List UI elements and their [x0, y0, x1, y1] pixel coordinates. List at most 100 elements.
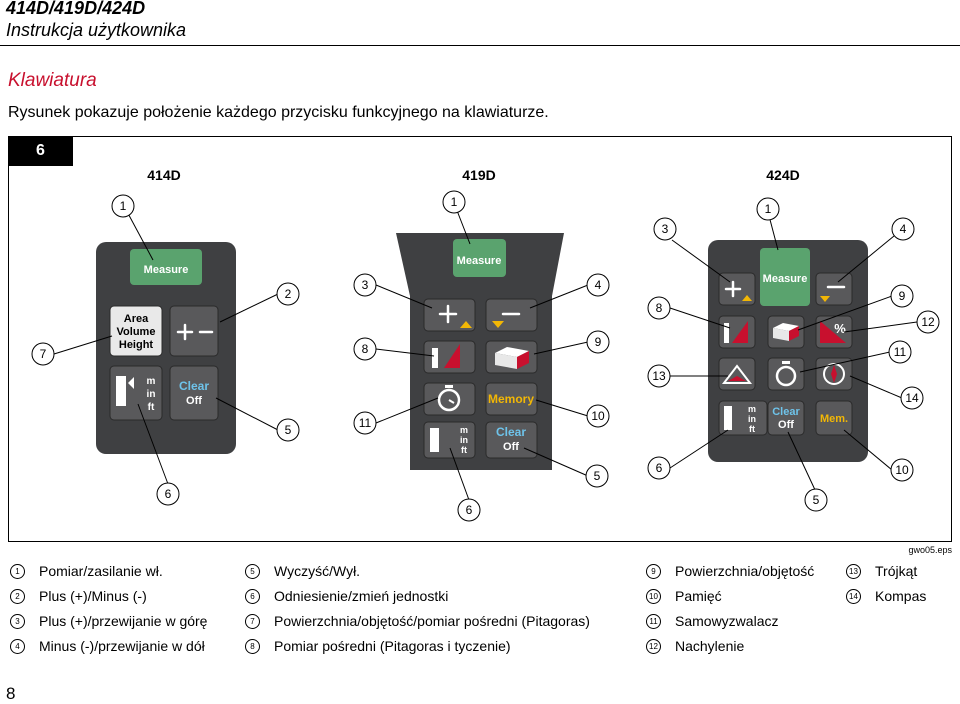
page-number: 8 — [6, 684, 16, 703]
callout-10 — [890, 458, 914, 482]
callout-8 — [353, 337, 377, 361]
svg-text:1: 1 — [120, 199, 127, 213]
callout-3 — [653, 217, 677, 241]
callout-1 — [111, 194, 135, 218]
unit-in: in — [460, 435, 468, 445]
callout-9 — [586, 330, 610, 354]
callout-4 — [586, 273, 610, 297]
memory-label: Memory — [488, 392, 534, 406]
svg-text:2: 2 — [285, 287, 292, 301]
volume-label: Volume — [117, 326, 156, 338]
callout-5 — [804, 488, 828, 512]
timer-icon — [775, 365, 797, 387]
svg-text:4: 4 — [595, 278, 602, 292]
unit-m: m — [147, 376, 156, 387]
figure-file-label: gwo05.eps — [908, 545, 952, 555]
timer-icon — [437, 388, 461, 412]
svg-text:9: 9 — [899, 289, 906, 303]
timer-key[interactable] — [767, 357, 805, 391]
off-label: Off — [778, 419, 794, 431]
callout-1 — [756, 197, 780, 221]
svg-text:5: 5 — [285, 423, 292, 437]
clear-off-key[interactable] — [485, 421, 538, 459]
svg-text:1: 1 — [451, 195, 458, 209]
percent-label: % — [834, 321, 846, 336]
callout-6 — [457, 498, 481, 522]
height-label: Height — [119, 339, 154, 351]
callout-13 — [647, 364, 671, 388]
callout-1 — [442, 190, 466, 214]
callout-6 — [156, 482, 180, 506]
volume-icon — [517, 351, 529, 369]
mem-key[interactable] — [815, 400, 853, 436]
reference-icon — [430, 428, 439, 452]
unit-in: in — [748, 414, 756, 424]
measure-key[interactable] — [760, 248, 810, 306]
plus-icon — [724, 280, 742, 298]
measure-key[interactable] — [453, 239, 506, 277]
svg-text:6: 6 — [165, 487, 172, 501]
clear-label: Clear — [496, 425, 526, 439]
plus-minus-key[interactable] — [169, 305, 219, 357]
mem-label: Mem. — [820, 413, 848, 425]
svg-text:8: 8 — [656, 301, 663, 315]
svg-text:11: 11 — [894, 345, 907, 359]
svg-text:12: 12 — [921, 315, 935, 329]
plus-icon — [438, 304, 458, 324]
section-intro: Rysunek pokazuje położenie każdego przyc… — [8, 104, 549, 121]
clear-off-key[interactable] — [767, 400, 805, 436]
device-419d: Measure Memory m in ft Clear Off — [396, 233, 564, 470]
minus-key[interactable] — [815, 272, 853, 306]
clear-off-key[interactable] — [169, 365, 219, 421]
memory-key[interactable] — [485, 382, 538, 416]
svg-text:13: 13 — [652, 369, 666, 383]
callout-2 — [276, 282, 300, 306]
svg-text:8: 8 — [362, 342, 369, 356]
measure-label: Measure — [457, 255, 502, 267]
callout-6 — [647, 456, 671, 480]
clear-label: Clear — [179, 379, 209, 393]
callout-9 — [890, 284, 914, 308]
device-424d: Measure % m in ft Clear Off Mem. — [708, 240, 868, 462]
callout-7 — [31, 342, 55, 366]
off-label: Off — [186, 395, 202, 407]
svg-text:14: 14 — [905, 391, 919, 405]
unit-m: m — [460, 425, 468, 435]
device-414d: Measure Area Volume Height m in ft Clear… — [96, 242, 236, 454]
unit-m: m — [748, 404, 756, 414]
unit-ft: ft — [749, 424, 755, 434]
svg-text:5: 5 — [594, 469, 601, 483]
svg-text:4: 4 — [900, 222, 907, 236]
reference-icon — [724, 406, 732, 430]
measure-key[interactable] — [130, 249, 202, 285]
model-label: 424D — [766, 167, 799, 183]
callout-11 — [888, 340, 912, 364]
callout-4 — [891, 217, 915, 241]
header-rule — [0, 45, 960, 46]
svg-text:1: 1 — [765, 202, 772, 216]
timer-key[interactable] — [423, 382, 476, 416]
figure-frame — [8, 136, 952, 542]
area-volume-height-key[interactable] — [109, 305, 163, 357]
svg-text:10: 10 — [591, 409, 605, 423]
triangle-key[interactable] — [718, 357, 756, 391]
triangle-icon — [721, 364, 753, 384]
model-label: 414D — [147, 167, 180, 183]
doc-subtitle: Instrukcja użytkownika — [6, 20, 187, 40]
callout-10 — [586, 404, 610, 428]
pythagoras-key[interactable] — [423, 340, 476, 374]
svg-text:3: 3 — [662, 222, 669, 236]
callouts: 1 2 7 5 6 1 3 4 8 9 11 10 5 6 1 3 4 — [31, 190, 940, 522]
svg-text:10: 10 — [895, 463, 909, 477]
